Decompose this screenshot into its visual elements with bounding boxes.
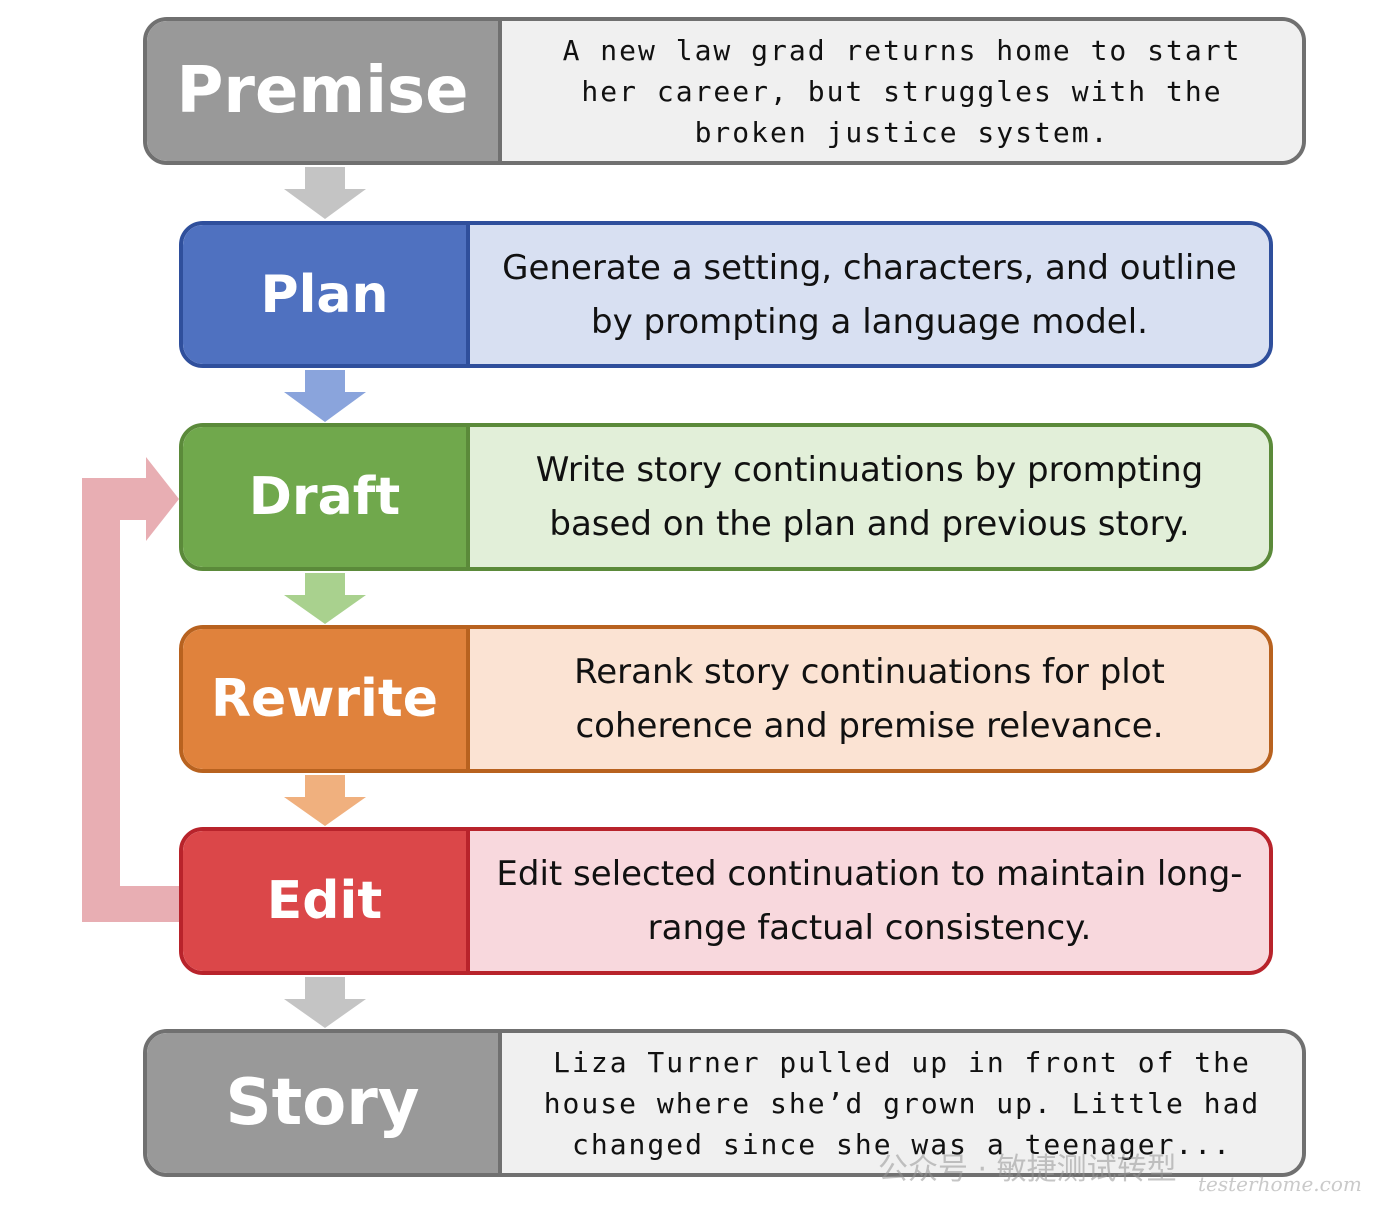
watermark: 公众号 · 敏捷测试转型 xyxy=(878,1152,1177,1187)
plan-label: Plan xyxy=(183,225,470,364)
arrow-draft-to-rewrite xyxy=(284,573,366,624)
story-text: Liza Turner pulled up in front of the ho… xyxy=(502,1033,1302,1173)
edit-label: Edit xyxy=(183,831,470,971)
premise-block: Premise A new law grad returns home to s… xyxy=(143,17,1306,165)
arrow-plan-to-draft xyxy=(284,370,366,422)
rewrite-text: Rerank story continuations for plot cohe… xyxy=(470,629,1269,769)
story-label: Story xyxy=(147,1033,502,1173)
draft-label: Draft xyxy=(183,427,470,567)
premise-text: A new law grad returns home to start her… xyxy=(502,21,1302,161)
watermark-sub: testerhome.com xyxy=(1198,1172,1362,1196)
draft-text: Write story continuations by prompting b… xyxy=(470,427,1269,567)
loop-back-arrow xyxy=(82,478,179,922)
arrow-edit-to-story xyxy=(284,977,366,1028)
arrow-rewrite-to-edit xyxy=(284,775,366,826)
rewrite-block: Rewrite Rerank story continuations for p… xyxy=(179,625,1273,773)
loop-back-arrow-head xyxy=(146,457,179,541)
edit-text: Edit selected continuation to maintain l… xyxy=(470,831,1269,971)
arrow-premise-to-plan xyxy=(284,167,366,219)
rewrite-label: Rewrite xyxy=(183,629,470,769)
premise-label: Premise xyxy=(147,21,502,161)
plan-text: Generate a setting, characters, and outl… xyxy=(470,225,1269,364)
edit-block: Edit Edit selected continuation to maint… xyxy=(179,827,1273,975)
story-block: Story Liza Turner pulled up in front of … xyxy=(143,1029,1306,1177)
draft-block: Draft Write story continuations by promp… xyxy=(179,423,1273,571)
plan-block: Plan Generate a setting, characters, and… xyxy=(179,221,1273,368)
